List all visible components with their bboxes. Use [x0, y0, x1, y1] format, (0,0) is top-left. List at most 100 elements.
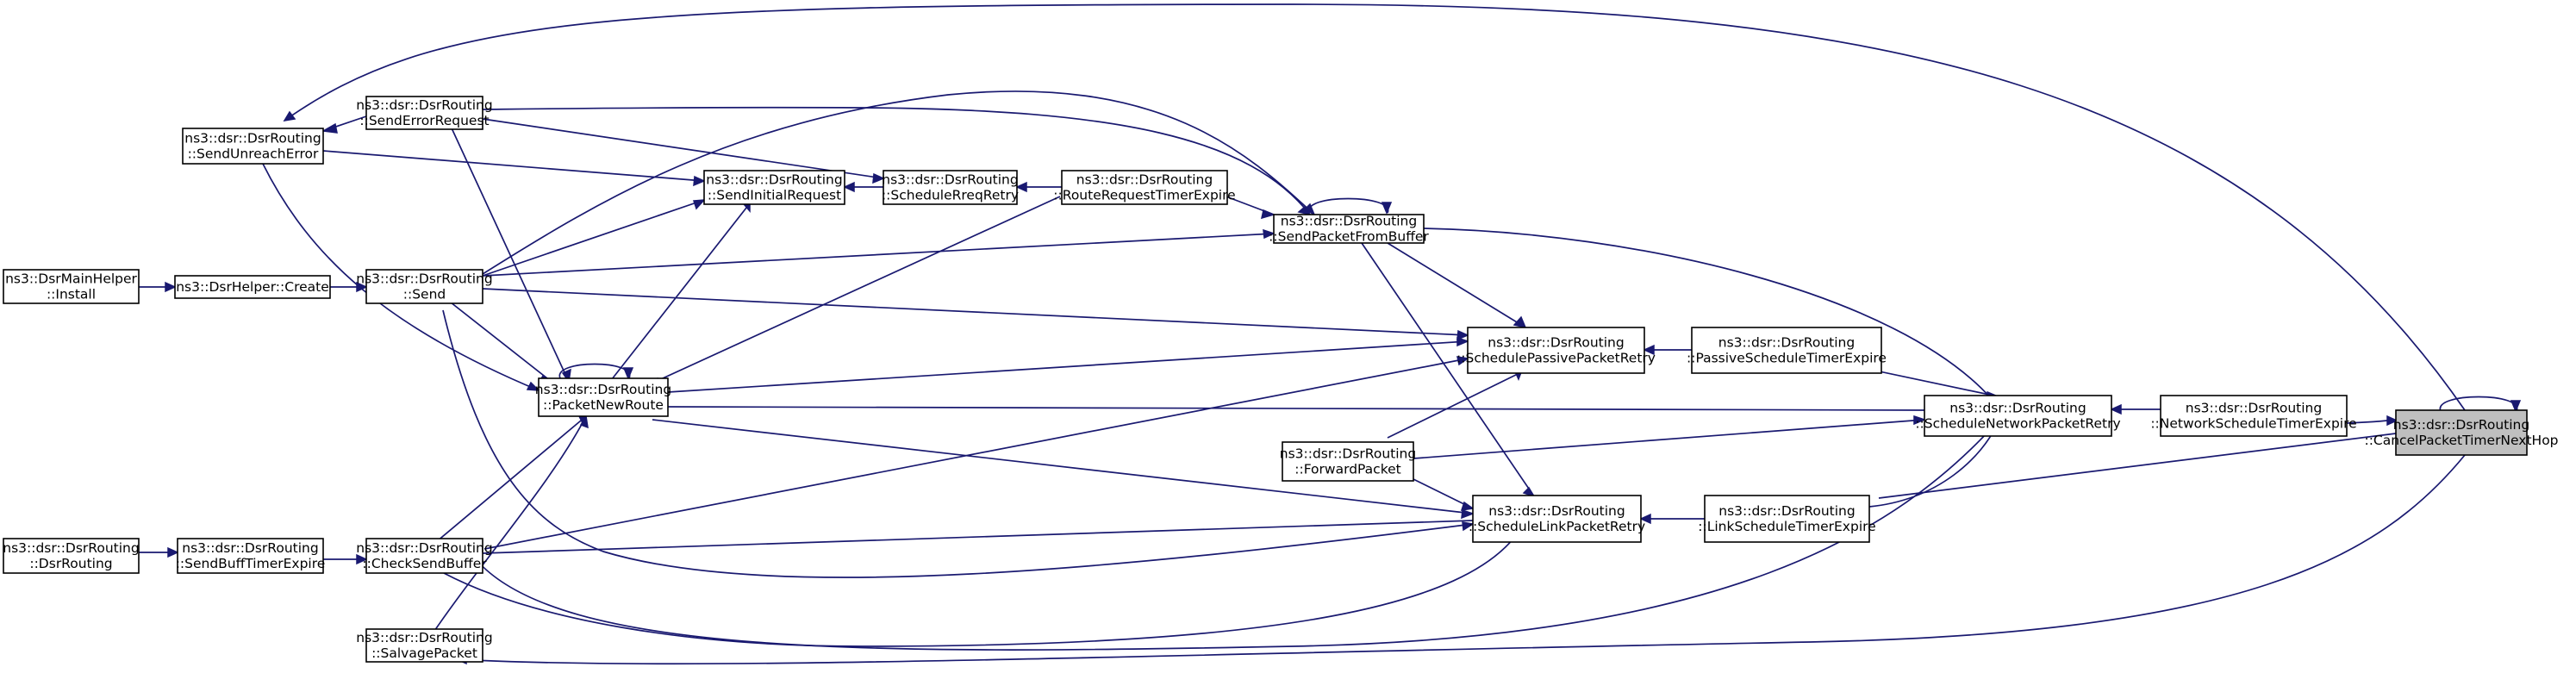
edge-packet-new-route-self-loop	[558, 363, 634, 380]
node-checkbuf[interactable]: ns3::dsr::DsrRouting::CheckSendBuffer	[356, 538, 493, 574]
node-rreqretry[interactable]: ns3::dsr::DsrRouting::ScheduleRreqRetry	[882, 170, 1019, 205]
node-schednet[interactable]: ns3::dsr::DsrRouting::ScheduleNetworkPac…	[1915, 395, 2121, 437]
node-label-line: ::PacketNewRoute	[543, 397, 664, 413]
node-cancel[interactable]: ns3::dsr::DsrRouting::CancelPacketTimerN…	[2364, 409, 2559, 456]
edge-cancel-to-unreach	[283, 3, 2466, 411]
edge-cancel-to-schedule-network	[1878, 433, 2397, 499]
edge-schedule-network-to-packet-new-route	[667, 406, 1925, 411]
node-label-line: ns3::dsr::DsrRouting	[356, 271, 492, 287]
node-initreq[interactable]: ns3::dsr::DsrRouting::SendInitialRequest	[703, 170, 845, 205]
node-label-line: ns3::dsr::DsrRouting	[882, 172, 1018, 188]
node-passivesched[interactable]: ns3::dsr::DsrRouting::PassiveScheduleTim…	[1687, 327, 1887, 374]
node-label-line: ::CheckSendBuffer	[362, 556, 487, 571]
edge-schedule-link-to-send-from-buffer	[1361, 242, 1536, 498]
edge-buff-timer-to-check-send-buffer	[323, 553, 368, 565]
node-label-line: ::NetworkScheduleTimerExpire	[2150, 416, 2356, 432]
node-salvage[interactable]: ns3::dsr::DsrRouting::SalvagePacket	[356, 628, 493, 663]
node-box	[182, 128, 324, 165]
node-label-line: ::SalvagePacket	[371, 645, 477, 661]
node-send[interactable]: ns3::dsr::DsrRouting::Send	[356, 269, 493, 304]
node-label-line: ::CancelPacketTimerNextHop	[2364, 433, 2558, 448]
edge-packet-new-route-to-route-request-timer	[652, 196, 1061, 386]
node-label-line: ns3::dsr::DsrRouting	[356, 630, 492, 645]
node-schedpassive[interactable]: ns3::dsr::DsrRouting::SchedulePassivePac…	[1456, 327, 1656, 374]
edge-send-from-buffer-to-send	[482, 228, 1276, 277]
node-linksched[interactable]: ns3::dsr::DsrRouting::LinkScheduleTimerE…	[1698, 495, 1876, 543]
node-label-line: ns3::dsr::DsrRouting	[1280, 446, 1416, 462]
node-box	[1282, 441, 1414, 482]
node-label-line: ::SendErrorRequest	[359, 113, 489, 128]
node-label-line: ns3::DsrHelper::Create	[176, 279, 329, 295]
node-label-line: ns3::dsr::DsrRouting	[182, 540, 318, 556]
node-label-line: ns3::dsr::DsrRouting	[706, 172, 842, 188]
edge-schedule-passive-to-packet-new-route	[667, 336, 1470, 393]
edge-schedule-link-to-packet-new-route	[652, 419, 1475, 520]
edge-cancel-to-salvage	[455, 454, 2466, 665]
node-forward[interactable]: ns3::dsr::DsrRouting::ForwardPacket	[1280, 441, 1416, 482]
node-label-line: ns3::dsr::DsrRouting	[1949, 401, 2086, 416]
edge-passive-schedule-to-schedule-passive	[1643, 344, 1692, 356]
node-box	[1691, 327, 1882, 374]
node-box	[365, 96, 483, 130]
node-box	[2160, 395, 2348, 437]
edge-send-initial-to-send-error	[482, 118, 885, 184]
node-schedlink[interactable]: ns3::dsr::DsrRouting::ScheduleLinkPacket…	[1469, 495, 1645, 543]
node-label-line: ns3::dsr::DsrRouting	[1076, 172, 1213, 188]
node-box	[3, 538, 140, 574]
node-label-line: ns3::dsr::DsrRouting	[184, 131, 321, 147]
node-label-line: ::SchedulePassivePacketRetry	[1456, 351, 1656, 366]
node-newroute[interactable]: ns3::dsr::DsrRouting::PacketNewRoute	[535, 377, 671, 417]
node-box	[1924, 395, 2112, 437]
node-senderr[interactable]: ns3::dsr::DsrRouting::SendErrorRequest	[356, 96, 493, 130]
edge-send-error-to-unreach	[321, 115, 367, 134]
node-box	[538, 377, 669, 417]
node-mainhelper[interactable]: ns3::DsrMainHelper::Install	[3, 269, 140, 304]
node-bufftimer[interactable]: ns3::dsr::DsrRouting::SendBuffTimerExpir…	[176, 538, 326, 574]
edge-schedule-network-to-send-from-buffer	[1423, 228, 1992, 399]
node-label-line: ::ForwardPacket	[1294, 462, 1401, 477]
node-label-line: ::DsrRouting	[29, 556, 112, 571]
edge-cancel-self-loop	[2439, 396, 2522, 413]
edges-layer	[139, 3, 2522, 665]
node-label-line: ::ScheduleNetworkPacketRetry	[1915, 416, 2120, 432]
node-label-line: ::ScheduleLinkPacketRetry	[1469, 519, 1645, 534]
edge-send-from-buffer-to-route-request-timer	[1223, 195, 1276, 220]
node-unreach[interactable]: ns3::dsr::DsrRouting::SendUnreachError	[182, 128, 324, 165]
edge-schedule-link-to-send	[442, 309, 1475, 578]
node-sendfrombuf[interactable]: ns3::dsr::DsrRouting::SendPacketFromBuff…	[1269, 214, 1429, 245]
edge-route-request-timer-to-schedule-rreq	[1015, 181, 1062, 193]
node-netsched[interactable]: ns3::dsr::DsrRouting::NetworkScheduleTim…	[2150, 395, 2357, 437]
edge-schedule-rreq-to-send-initial	[843, 181, 883, 193]
edge-schedule-passive-to-send	[482, 288, 1469, 341]
node-label-line: ::ScheduleRreqRetry	[882, 188, 1019, 203]
edge-packet-new-route-to-salvage	[430, 414, 589, 637]
node-box	[365, 628, 483, 663]
node-label-line: ns3::dsr::DsrRouting	[1488, 335, 1624, 351]
node-label-line: ::SendInitialRequest	[708, 188, 841, 203]
node-box	[1467, 327, 1645, 374]
edge-schedule-link-to-forward	[1413, 478, 1475, 511]
node-rreqtimer[interactable]: ns3::dsr::DsrRouting::RouteRequestTimerE…	[1053, 170, 1236, 205]
node-helpercreate[interactable]: ns3::DsrHelper::Create	[174, 275, 331, 299]
edge-schedule-passive-to-check-send-buffer	[483, 356, 1469, 550]
node-label-line: ::PassiveScheduleTimerExpire	[1687, 351, 1887, 366]
node-label-line: ::LinkScheduleTimerExpire	[1698, 519, 1875, 534]
node-label-line: ns3::dsr::DsrRouting	[3, 540, 139, 556]
edge-send-from-buffer-self-loop	[1308, 197, 1393, 215]
edge-ctor-to-buff-timer	[139, 546, 179, 558]
node-box	[883, 170, 1018, 205]
edge-link-schedule-to-schedule-link	[1639, 513, 1705, 525]
edge-schedule-passive-to-send-from-buffer	[1387, 242, 1527, 329]
node-box	[365, 538, 483, 574]
node-ctor[interactable]: ns3::dsr::DsrRouting::DsrRouting	[3, 538, 140, 574]
node-label-line: ns3::dsr::DsrRouting	[1488, 503, 1625, 519]
node-label-line: ns3::dsr::DsrRouting	[356, 97, 492, 113]
node-label-line: ns3::dsr::DsrRouting	[1718, 335, 1855, 351]
node-box	[1061, 170, 1228, 205]
node-box	[1704, 495, 1870, 543]
node-label-line: ns3::dsr::DsrRouting	[1281, 214, 1417, 229]
edge-packet-new-route-to-unreach	[262, 163, 540, 391]
edge-schedule-network-to-network-schedule	[2110, 403, 2161, 415]
node-label-line: ns3::DsrMainHelper	[5, 271, 137, 287]
